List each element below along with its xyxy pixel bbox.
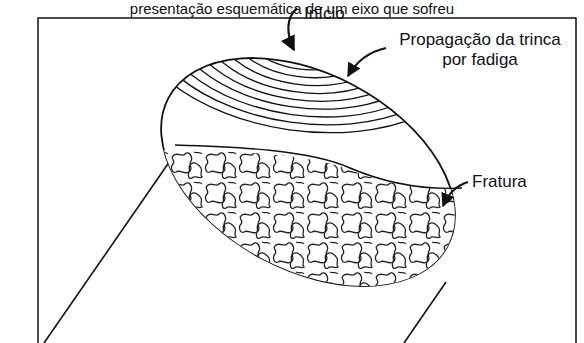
beach-mark (112, 0, 496, 155)
part-label: Fratura (472, 172, 527, 192)
part-label: Propagação da trinca por fadiga (390, 30, 570, 71)
beach-mark (160, 0, 448, 126)
caption-title: presentação esquemática de um eixo que s… (130, 0, 454, 18)
part-label: Início (304, 4, 345, 24)
beach-mark (271, 19, 333, 57)
beach-mark (176, 0, 431, 116)
beach-mark (144, 0, 464, 135)
beach-mark (128, 0, 480, 145)
